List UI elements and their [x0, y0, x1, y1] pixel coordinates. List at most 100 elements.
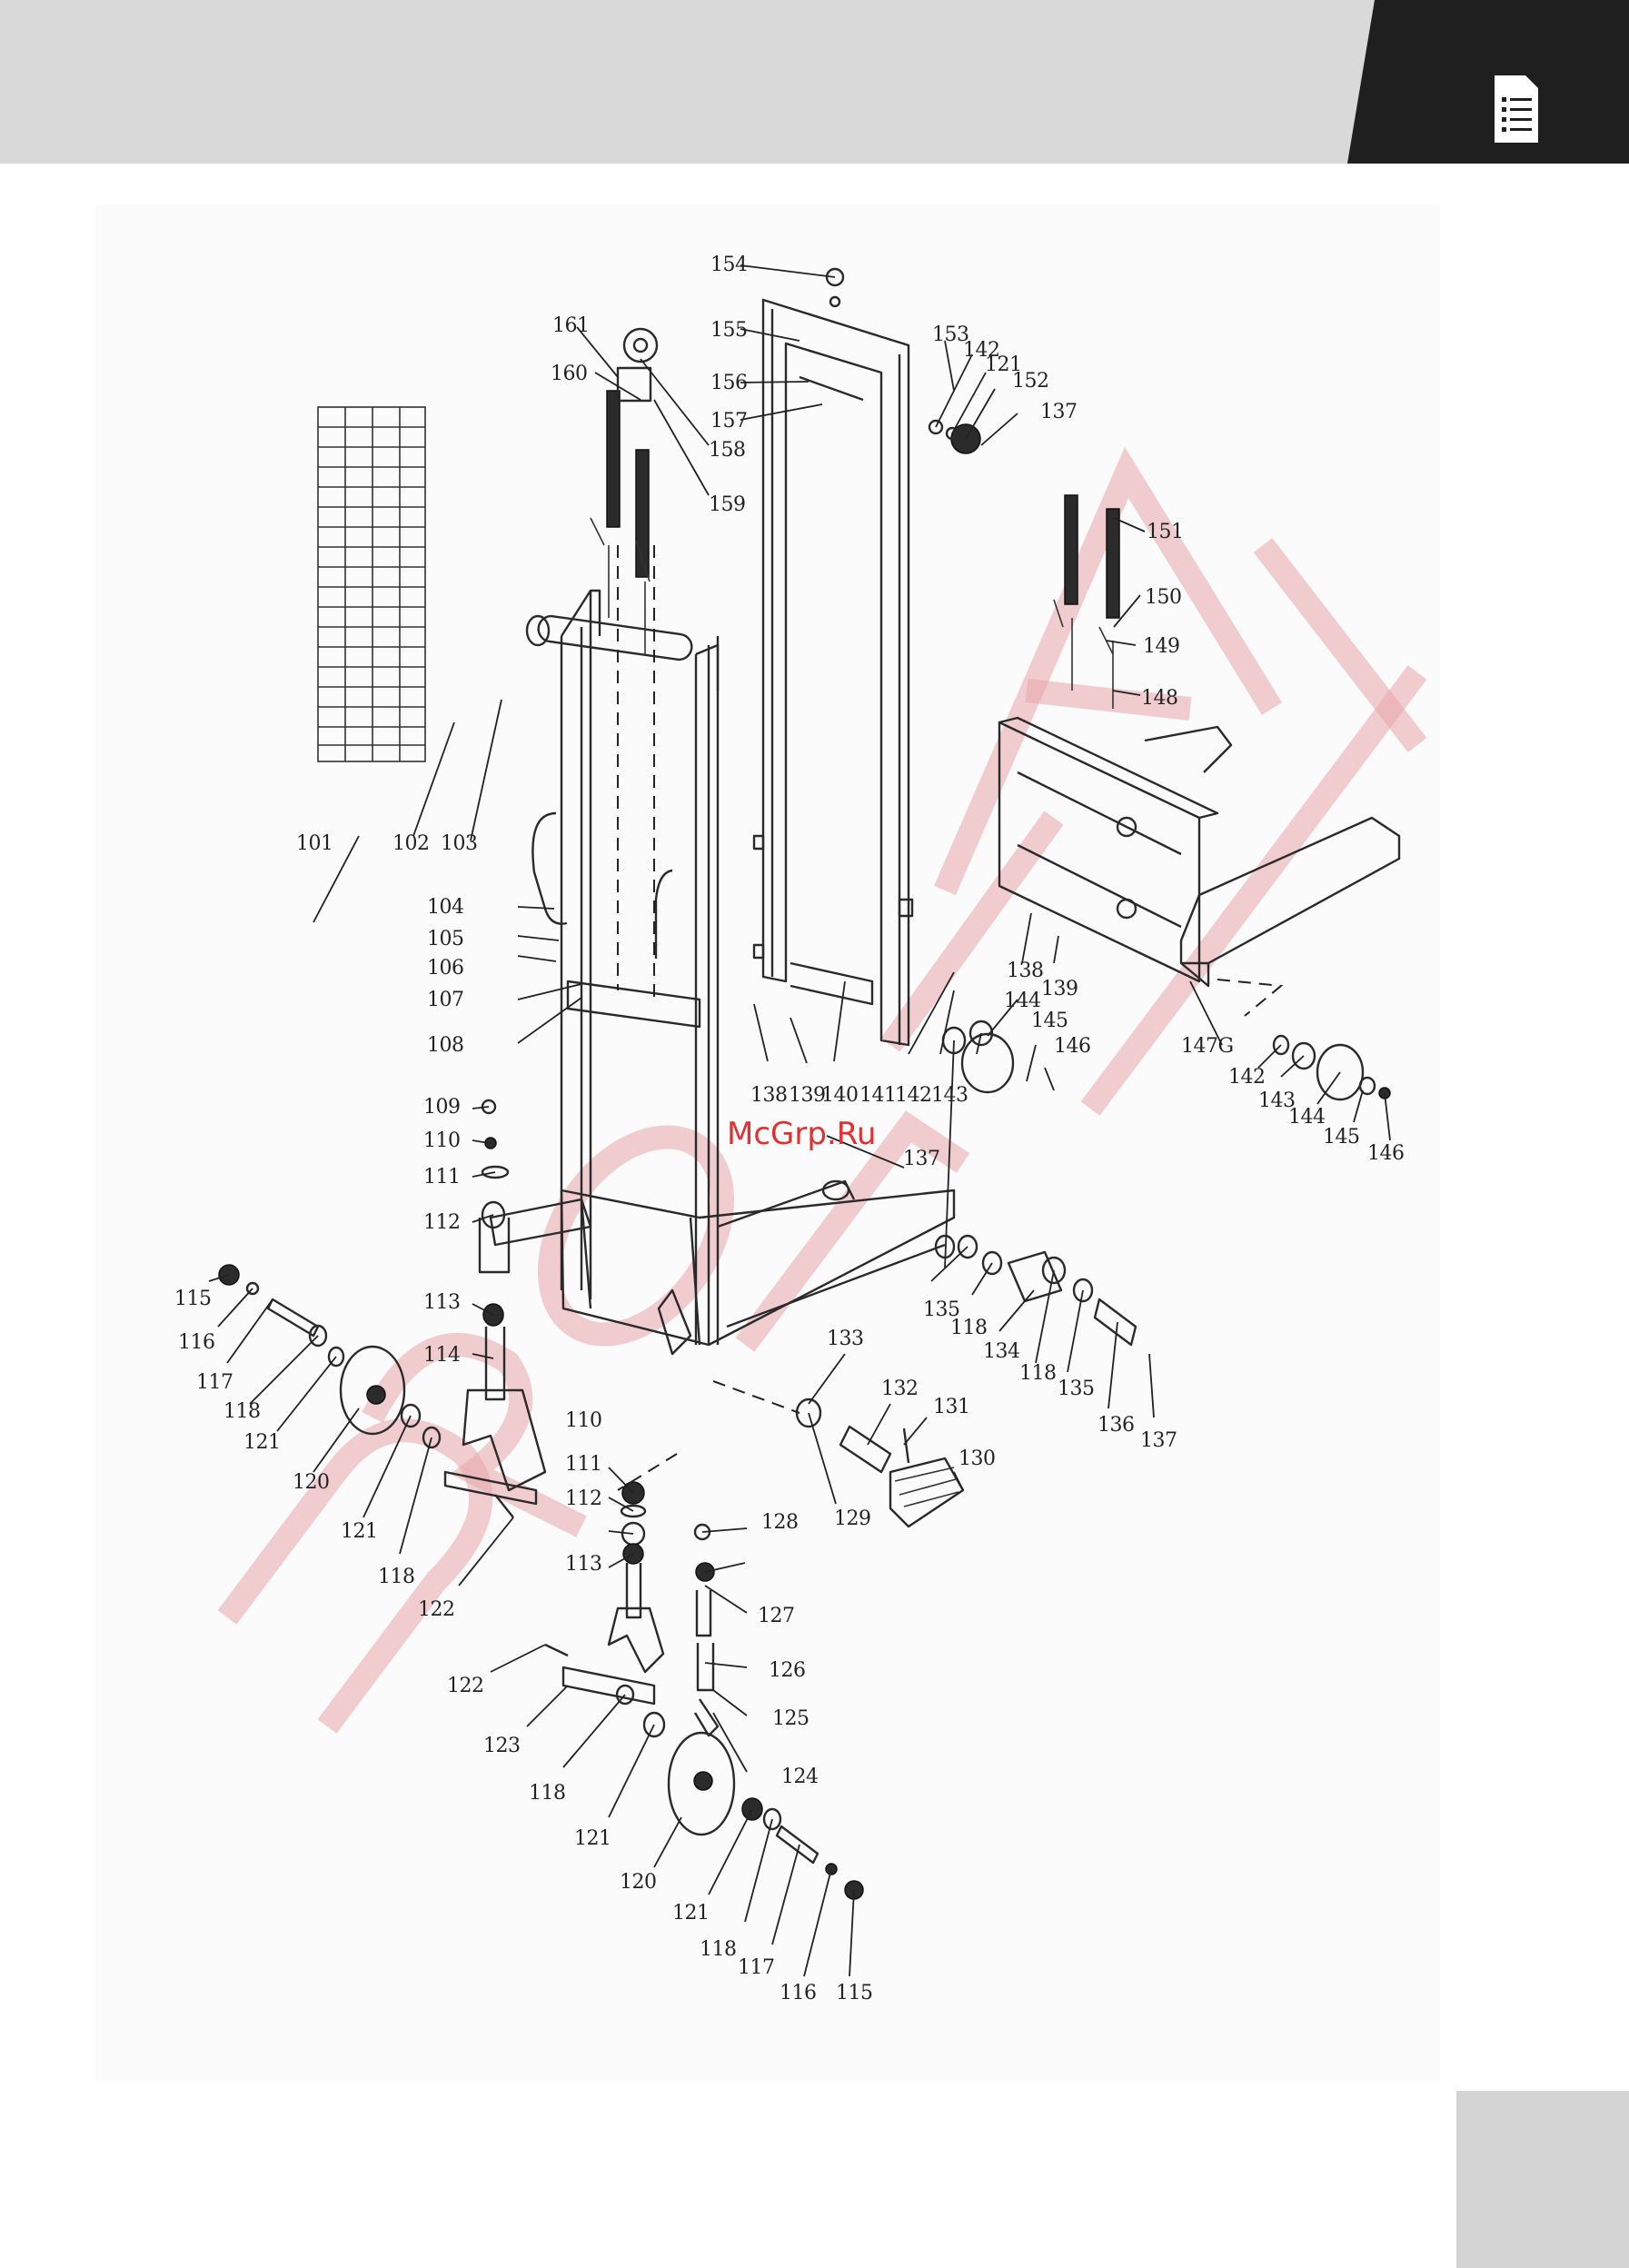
callout-113: 113: [423, 1291, 461, 1314]
callout-120: 120: [293, 1471, 330, 1494]
callout-139-b: 139: [1041, 978, 1078, 1000]
left-mast-frame: [525, 545, 720, 1345]
callout-160: 160: [551, 363, 588, 385]
callout-143: 143: [931, 1084, 968, 1107]
callout-118-d: 118: [700, 1938, 737, 1961]
document-list-icon: [1495, 75, 1538, 143]
callout-155: 155: [710, 319, 748, 342]
callout-132: 132: [881, 1378, 919, 1400]
callout-127: 127: [758, 1605, 795, 1627]
callout-159: 159: [709, 493, 746, 516]
callout-140: 140: [821, 1084, 859, 1107]
callout-146-b: 146: [1367, 1142, 1405, 1165]
drawing-panel: [95, 204, 1440, 2081]
callout-136: 136: [1098, 1414, 1135, 1437]
callout-117: 117: [196, 1371, 233, 1394]
callout-138: 138: [750, 1084, 788, 1107]
callout-101: 101: [296, 832, 333, 855]
callout-151: 151: [1147, 521, 1184, 543]
rear-roller-parts: [941, 1020, 1391, 1347]
callout-142-c: 142: [963, 339, 1000, 362]
callout-117-b: 117: [738, 1956, 775, 1979]
callout-135-b: 135: [1058, 1378, 1095, 1400]
callout-157: 157: [710, 410, 748, 433]
callout-116: 116: [178, 1331, 215, 1354]
callout-146: 146: [1054, 1035, 1091, 1058]
callout-137-b: 137: [903, 1148, 940, 1170]
callout-118-e: 118: [950, 1317, 988, 1339]
callout-labels: 101 102 103 104 105 106 107 108 109 110 …: [174, 254, 1405, 2004]
callout-121-f: 121: [985, 353, 1022, 376]
callout-111: 111: [423, 1166, 461, 1189]
callout-118-b: 118: [378, 1566, 415, 1588]
callout-125: 125: [772, 1707, 810, 1730]
callout-110: 110: [423, 1129, 461, 1152]
parts-label-grid: [317, 406, 426, 762]
pulley-assembly: [799, 267, 981, 454]
callout-120-b: 120: [620, 1871, 657, 1894]
callout-121-c: 121: [574, 1827, 611, 1850]
base-frame: [489, 1179, 956, 1356]
source-watermark-text: McGrp.Ru: [727, 1116, 877, 1152]
callout-150: 150: [1145, 586, 1182, 609]
callout-122: 122: [418, 1598, 455, 1621]
callout-109: 109: [423, 1096, 461, 1119]
callout-121: 121: [243, 1431, 281, 1454]
callout-161: 161: [552, 314, 590, 337]
callout-152: 152: [1012, 370, 1049, 393]
callout-115: 115: [174, 1288, 212, 1310]
inner-mast: [752, 298, 914, 1047]
fork-carriage: [998, 716, 1401, 1017]
chains: [590, 327, 1120, 709]
callout-144: 144: [1004, 990, 1041, 1012]
header-tab: [1347, 0, 1629, 164]
callout-124: 124: [781, 1766, 819, 1788]
callout-103: 103: [441, 832, 478, 855]
callout-138-b: 138: [1007, 960, 1044, 982]
front-caster-left: [218, 1099, 547, 1518]
callout-142: 142: [895, 1084, 932, 1107]
callout-leaders: [208, 264, 1391, 1977]
callout-153: 153: [932, 323, 969, 346]
callout-137-c: 137: [1140, 1429, 1177, 1452]
callout-110-b: 110: [565, 1409, 602, 1432]
callout-134: 134: [983, 1340, 1020, 1363]
callout-141: 141: [859, 1084, 897, 1107]
callout-123: 123: [483, 1735, 521, 1757]
callout-131: 131: [933, 1396, 970, 1418]
callout-148: 148: [1141, 687, 1178, 710]
callout-126: 126: [769, 1659, 806, 1682]
callout-116-b: 116: [780, 1982, 817, 2004]
callout-143-b: 143: [1258, 1089, 1296, 1112]
callout-115-b: 115: [836, 1982, 873, 2004]
front-caster-lower: [544, 1481, 864, 1900]
callout-104: 104: [427, 896, 464, 919]
callout-156: 156: [710, 372, 748, 394]
callout-121-b: 121: [341, 1520, 378, 1543]
callout-118-f: 118: [1019, 1362, 1057, 1385]
callout-137: 137: [1040, 401, 1078, 423]
callout-135: 135: [923, 1298, 960, 1321]
callout-121-d: 121: [672, 1902, 710, 1925]
callout-107: 107: [427, 989, 464, 1011]
callout-149: 149: [1143, 635, 1180, 658]
callout-129: 129: [834, 1507, 871, 1530]
callout-147g: 147G: [1181, 1035, 1234, 1058]
callout-118-c: 118: [529, 1782, 566, 1805]
callout-102: 102: [392, 832, 430, 855]
callout-145: 145: [1031, 1010, 1068, 1032]
callout-111-b: 111: [565, 1453, 602, 1476]
callout-112-b: 112: [565, 1487, 602, 1510]
callout-144-b: 144: [1288, 1106, 1326, 1129]
callout-108: 108: [427, 1034, 464, 1057]
callout-145-b: 145: [1323, 1126, 1360, 1149]
callout-133: 133: [827, 1328, 864, 1350]
callout-139: 139: [789, 1084, 826, 1107]
callout-130: 130: [959, 1447, 996, 1470]
page-number-tab: [1456, 2091, 1629, 2268]
callout-128: 128: [761, 1511, 799, 1534]
callout-113-b: 113: [565, 1553, 602, 1576]
callout-142-b: 142: [1228, 1066, 1266, 1089]
callout-112: 112: [423, 1211, 461, 1234]
callout-114: 114: [423, 1344, 461, 1367]
